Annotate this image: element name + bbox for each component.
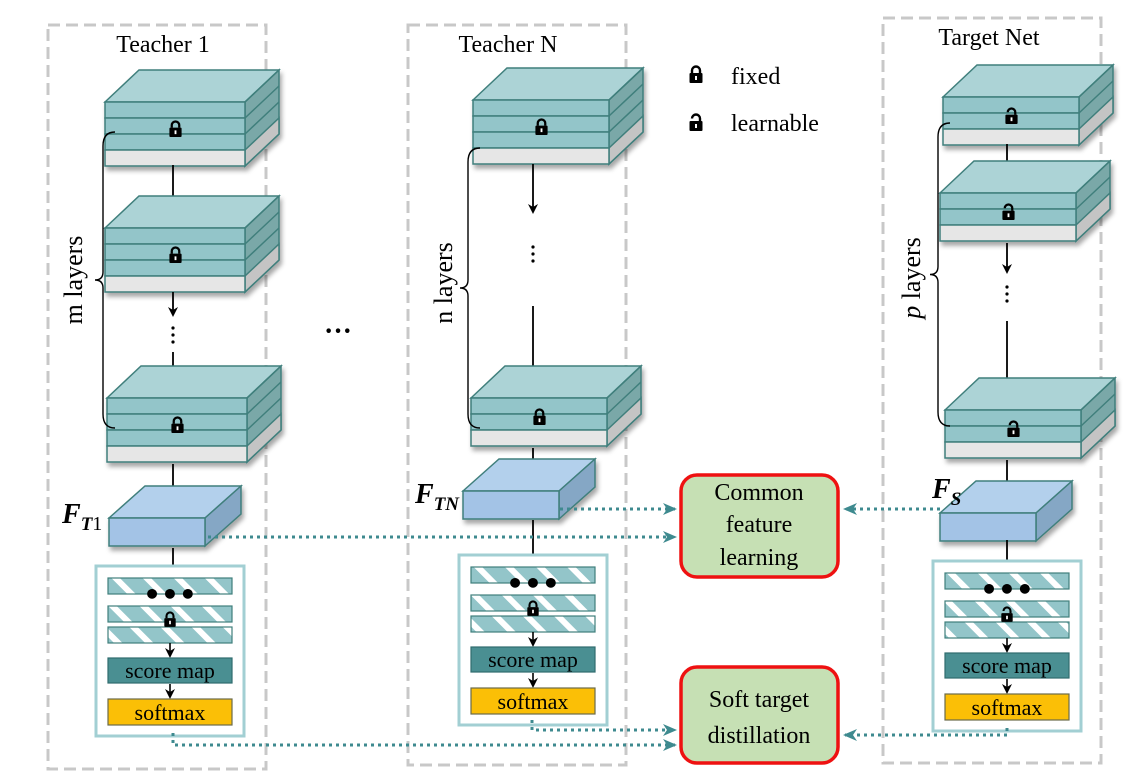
teacherN-fc-layer-1 bbox=[470, 566, 596, 584]
teacher1-classifier-head: ••• score map softmax bbox=[94, 564, 246, 738]
teacher1-brace bbox=[94, 131, 116, 429]
teacherN-softmax-to-soft bbox=[530, 720, 677, 736]
target-head-ellipsis: ••• bbox=[980, 573, 1034, 606]
target-feature-map bbox=[938, 479, 1074, 543]
target-score-map-label: score map bbox=[962, 653, 1052, 678]
teacher1-feature-map bbox=[107, 484, 243, 548]
target-softmax bbox=[944, 693, 1070, 721]
teacherN-head-ellipsis: ••• bbox=[506, 567, 560, 600]
teacher1-layer-block-3 bbox=[105, 364, 283, 464]
teacherN-vertical-ellipsis bbox=[531, 245, 535, 263]
target-score-map bbox=[944, 652, 1070, 679]
teacherN-fc-layer-3 bbox=[470, 615, 596, 633]
legend-learnable-label: learnable bbox=[731, 111, 819, 137]
target-fc-layer-1 bbox=[944, 572, 1070, 590]
common-line-2: feature bbox=[726, 512, 793, 538]
target-brace-label: p layers bbox=[897, 237, 926, 321]
legend: fixed learnable bbox=[688, 64, 819, 137]
target-title: Target Net bbox=[938, 25, 1040, 51]
soft-line-1: Soft target bbox=[709, 687, 810, 713]
lock-closed-icon bbox=[688, 65, 704, 83]
target-vertical-ellipsis bbox=[1005, 285, 1009, 303]
teacher1-softmax-label: softmax bbox=[135, 700, 206, 725]
common-line-3: learning bbox=[720, 545, 799, 571]
target-softmax-to-soft bbox=[843, 728, 1009, 741]
teacherN-softmax bbox=[470, 687, 596, 715]
teacherN-classifier-head: ••• score map softmax bbox=[457, 553, 609, 727]
teacherN-title: Teacher N bbox=[459, 32, 558, 58]
target-layer-block-1 bbox=[941, 63, 1115, 147]
teacher1-score-map bbox=[107, 657, 233, 684]
teacher1-fc-layer-1 bbox=[107, 577, 233, 595]
target-frame bbox=[881, 16, 1103, 765]
teacherN-layer-block-1 bbox=[471, 66, 645, 166]
target-softmax-label: softmax bbox=[972, 695, 1043, 720]
teacher1-layer-block-2 bbox=[103, 194, 281, 294]
common-line-1: Common bbox=[714, 480, 803, 506]
teacher1-title: Teacher 1 bbox=[116, 32, 210, 58]
legend-fixed-label: fixed bbox=[731, 64, 780, 90]
target-fc-layer-3 bbox=[944, 621, 1070, 639]
teacherN-feature-label: FTN bbox=[414, 479, 460, 515]
teacherN-feature-map bbox=[461, 457, 597, 521]
teacherN-brace bbox=[459, 147, 481, 429]
between-teachers-ellipsis: ··· bbox=[324, 316, 352, 347]
soft-line-2: distillation bbox=[708, 723, 811, 749]
teacher1-fc-layer-3 bbox=[107, 626, 233, 644]
target-layer-block-2 bbox=[938, 159, 1112, 243]
target-brace bbox=[929, 122, 951, 427]
teacherN-layer-block-2 bbox=[469, 364, 643, 448]
lock-open-icon bbox=[688, 113, 704, 131]
teacher1-vertical-ellipsis bbox=[171, 326, 175, 344]
teacher1-softmax bbox=[107, 698, 233, 726]
connectors bbox=[171, 503, 1009, 751]
teacherN-softmax-label: softmax bbox=[498, 689, 569, 714]
teacher1-softmax-to-soft bbox=[171, 733, 677, 751]
teacher1-head-ellipsis: ••• bbox=[143, 578, 197, 611]
teacherN-brace-label: n layers bbox=[429, 242, 458, 324]
teacher1-feature-label: FT1 bbox=[61, 499, 102, 535]
teacher1-brace-label: m layers bbox=[59, 236, 88, 325]
teacher1-score-map-label: score map bbox=[125, 658, 215, 683]
target-classifier-head: ••• score map softmax bbox=[931, 559, 1083, 733]
teacher1-layer-block-1 bbox=[103, 68, 281, 168]
target-feature-label: FS bbox=[931, 474, 961, 510]
target-layer-block-3 bbox=[943, 376, 1117, 460]
soft-target-distillation-module: Soft target distillation bbox=[679, 665, 840, 765]
common-feature-learning-module: Common feature learning bbox=[679, 473, 840, 579]
network-layers: FT1 m layers ••• score map softmax FTN n layer… bbox=[59, 63, 1117, 738]
teacher1-frame bbox=[46, 23, 268, 771]
teacherN-score-map-label: score map bbox=[488, 647, 578, 672]
teacherN-score-map bbox=[470, 646, 596, 673]
